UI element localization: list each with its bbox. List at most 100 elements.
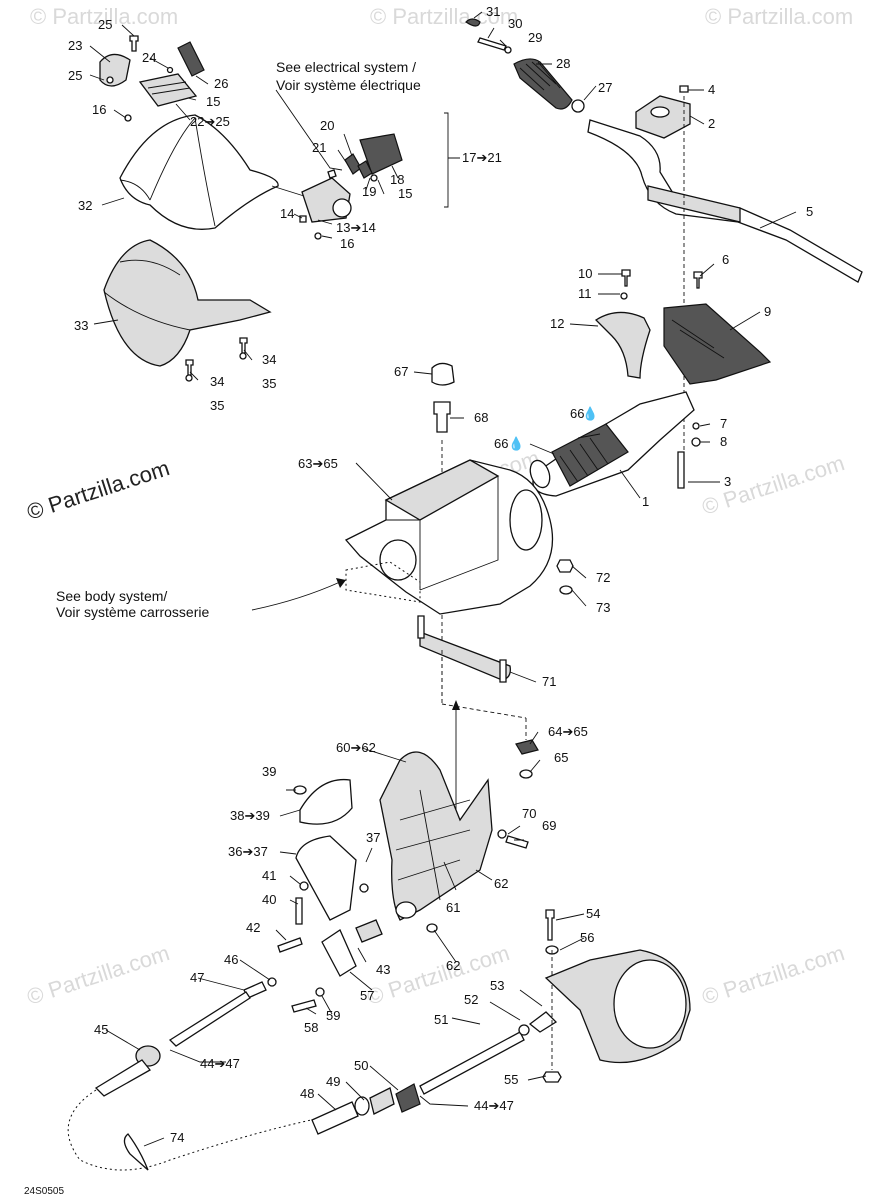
callout: 7 (720, 416, 727, 431)
callout: 65 (554, 750, 568, 765)
callout: 22➔25 (190, 114, 230, 129)
callout: 54 (586, 906, 600, 921)
part-49 (369, 1087, 395, 1115)
cable-assembly (67, 909, 691, 1171)
part-51-cable (419, 1031, 525, 1095)
part-36-clamp (295, 835, 357, 921)
callout: 38➔39 (230, 808, 270, 823)
steering-column (529, 269, 772, 497)
callout: 61 (446, 900, 460, 915)
callout: 71 (542, 674, 556, 689)
callout: 49 (326, 1074, 340, 1089)
part-30 (477, 37, 507, 51)
callout: 15 (206, 94, 220, 109)
callout: 45 (94, 1022, 108, 1037)
callout: 39 (262, 764, 276, 779)
callout: 40 (262, 892, 276, 907)
part-5-handlebar (587, 119, 863, 283)
watermark: © Partzilla.com (699, 940, 848, 1010)
part-27 (571, 99, 585, 113)
callout: 66 (570, 406, 584, 421)
note-body: Voir système carrosserie (56, 604, 209, 620)
callout-labels: 25 23 24 25 26 15 16 22➔25 32 33 34 35 3… (24, 4, 813, 1197)
callout: 68 (474, 410, 488, 425)
callout: 63➔65 (298, 456, 338, 471)
callout: 17➔21 (462, 150, 502, 165)
part-28-grip (513, 58, 573, 110)
callout: 43 (376, 962, 390, 977)
callout: 14 (280, 206, 294, 221)
part-31 (465, 18, 481, 27)
part-9 (663, 303, 772, 385)
callout: 64➔65 (548, 724, 588, 739)
callout: 44➔47 (474, 1098, 514, 1113)
callout: 37 (366, 830, 380, 845)
callout: 29 (528, 30, 542, 45)
partzilla-watermark: © Partzilla.com (24, 455, 173, 525)
part-26 (177, 41, 205, 77)
part-18 (359, 133, 403, 175)
part-47-cable (168, 991, 251, 1047)
callout: 47 (190, 970, 204, 985)
callout: 48 (300, 1086, 314, 1101)
part-12 (594, 311, 651, 379)
part-33-shroud (103, 239, 272, 367)
callout: 42 (246, 920, 260, 935)
callout: 25 (98, 17, 112, 32)
callout: 10 (578, 266, 592, 281)
callout: 34 (262, 352, 276, 367)
callout: 52 (464, 992, 478, 1007)
watermark: © Partzilla.com (699, 450, 848, 520)
callout: 41 (262, 868, 276, 883)
callout: 20 (320, 118, 334, 133)
part-68 (433, 401, 451, 433)
drawing-code: 24S0505 (24, 1186, 64, 1197)
part-32-cover (119, 114, 279, 230)
callout: 35 (210, 398, 224, 413)
callout: 30 (508, 16, 522, 31)
note-electrical: See electrical system / (276, 59, 416, 75)
callout: 51 (434, 1012, 448, 1027)
callout: 28 (556, 56, 570, 71)
bolt-3 (677, 451, 685, 489)
callout: 58 (304, 1020, 318, 1035)
callout: 19 (362, 184, 376, 199)
callout: 56 (580, 930, 594, 945)
callout: 9 (764, 304, 771, 319)
handlebar-assembly (465, 18, 863, 470)
steering-housing (344, 362, 574, 740)
callout: 62 (494, 876, 508, 891)
callout: 26 (214, 76, 228, 91)
part-71-plate (419, 631, 511, 681)
callout: 18 (390, 172, 404, 187)
callout: 67 (394, 364, 408, 379)
callout: 31 (486, 4, 500, 19)
callout: 55 (504, 1072, 518, 1087)
callout: 1 (642, 494, 649, 509)
callout: 2 (708, 116, 715, 131)
callout: 74 (170, 1130, 184, 1145)
callout: 15 (398, 186, 412, 201)
callout: 5 (806, 204, 813, 219)
watermark: © Partzilla.com (24, 940, 173, 1010)
callout: 46 (224, 952, 238, 967)
part-64 (515, 739, 539, 755)
callout: 13➔14 (336, 220, 376, 235)
part-38-clamp (299, 778, 353, 825)
callout: 34 (210, 374, 224, 389)
callout: 33 (74, 318, 88, 333)
callout: 3 (724, 474, 731, 489)
drop-icon: 💧 (508, 436, 524, 451)
callout: 73 (596, 600, 610, 615)
part-74 (123, 1133, 149, 1171)
callout: 21 (312, 140, 326, 155)
callout: 60➔62 (336, 740, 376, 755)
watermark: © Partzilla.com (705, 4, 853, 29)
cover-assembly (99, 35, 279, 382)
leader-lines (89, 11, 797, 1147)
part-22 (138, 73, 198, 107)
callout: 32 (78, 198, 92, 213)
callout: 35 (262, 376, 276, 391)
callout: 69 (542, 818, 556, 833)
callout: 4 (708, 82, 715, 97)
